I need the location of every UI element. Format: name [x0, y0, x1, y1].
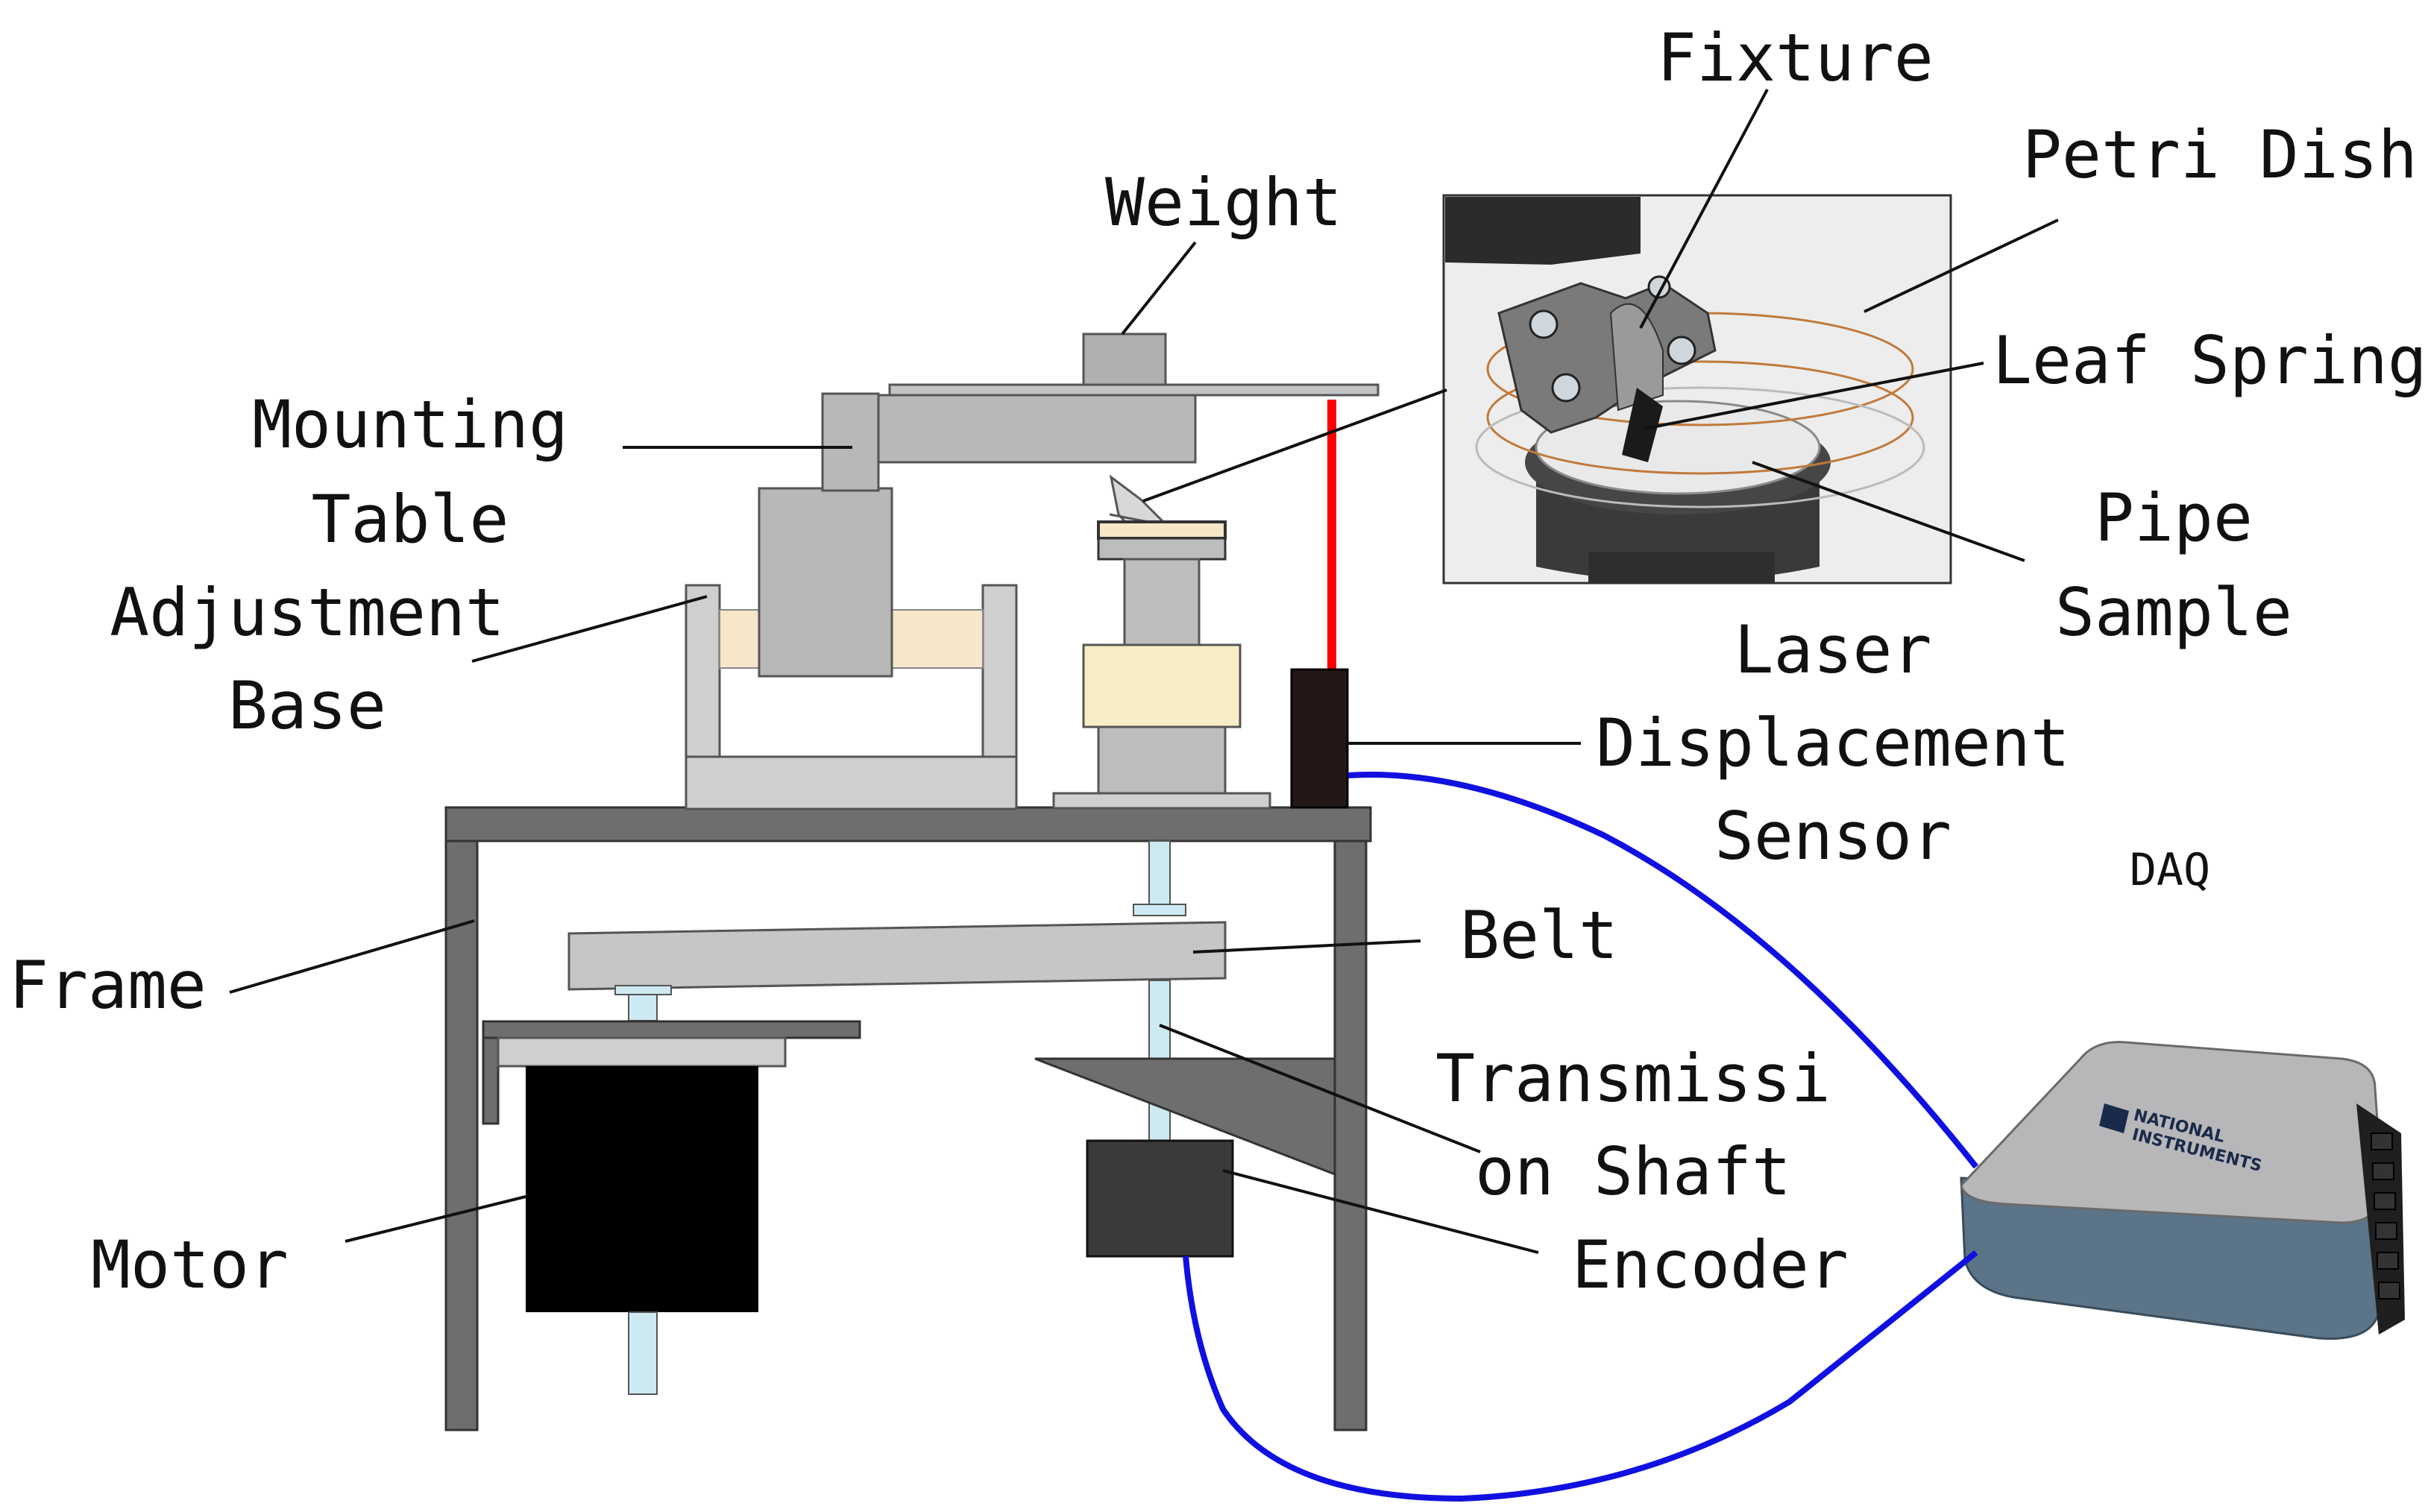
frame — [444, 806, 1372, 1431]
encoder — [1086, 1139, 1234, 1258]
label-mounting-table-line2: Table — [312, 481, 509, 558]
label-mounting-table-line1: Mounting — [252, 386, 568, 463]
label-daq: DAQ — [2130, 844, 2210, 896]
label-transmission-shaft-line2: on Shaft — [1475, 1133, 1791, 1210]
label-fixture: Fixture — [1657, 19, 1934, 96]
label-motor: Motor — [91, 1226, 289, 1303]
label-adjustment-base-line1: Adjustment — [110, 574, 505, 651]
sample-stack — [1052, 520, 1271, 810]
encoder-bracket — [1034, 1057, 1336, 1176]
daq-device: NATIONAL INSTRUMENTS — [1960, 1041, 2405, 1341]
motor — [526, 1066, 758, 1312]
mounting-table — [758, 383, 1380, 678]
laser-beam — [1327, 400, 1336, 670]
motor-assembly — [482, 985, 861, 1395]
label-belt: Belt — [1460, 897, 1618, 974]
daq-terminal-pins — [2371, 1133, 2400, 1300]
label-transmission-shaft-line1: Transmissi — [1435, 1040, 1831, 1117]
cable-encoder-to-daq — [1183, 1250, 1978, 1502]
laser-sensor — [1290, 668, 1349, 809]
label-adjustment-base-line2: Base — [228, 667, 386, 744]
belt — [567, 921, 1227, 991]
leader-lines — [229, 89, 2059, 1254]
label-laser-sensor-line2: Displacement — [1596, 705, 2070, 781]
label-laser-sensor-line3: Sensor — [1714, 798, 1951, 875]
label-pipe-sample-line2: Sample — [2055, 574, 2292, 651]
label-laser-sensor-line1: Laser — [1734, 611, 1932, 688]
cable-sensor-to-daq — [1347, 772, 1979, 1169]
fixture-closeup-inset — [1442, 194, 1952, 585]
label-encoder: Encoder — [1572, 1226, 1849, 1303]
weight — [1082, 333, 1167, 386]
label-leaf-spring: Leaf Spring — [1992, 322, 2425, 399]
label-frame: Frame — [9, 947, 207, 1024]
label-petri-dish: Petri Dish — [2022, 116, 2418, 193]
label-pipe-sample-line1: Pipe — [2095, 479, 2253, 556]
label-weight: Weight — [1105, 164, 1342, 241]
